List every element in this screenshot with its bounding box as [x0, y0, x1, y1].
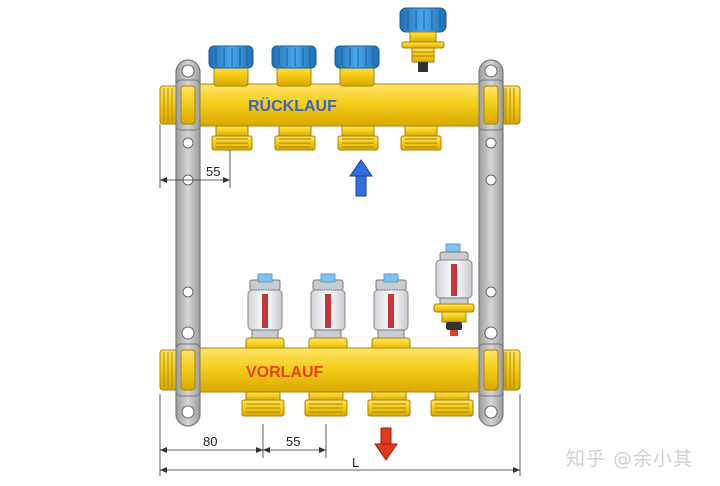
dim-top-spacing: 55 [206, 164, 220, 179]
return-valve-3 [334, 45, 380, 87]
flow-meter-3 [371, 273, 411, 353]
return-valve-1 [208, 45, 254, 87]
flow-meter-2 [308, 273, 348, 353]
supply-outlets [241, 391, 474, 417]
return-manifold [159, 79, 521, 131]
arrow-down-icon [374, 427, 398, 461]
dim-total-length: L [352, 455, 359, 470]
bottom-dimensions [159, 394, 521, 476]
watermark: 知乎 @余小其 [566, 448, 694, 470]
supply-manifold [159, 343, 521, 397]
dim-bottom-offset: 80 [203, 434, 217, 449]
bracket-left [175, 59, 201, 427]
return-valve-2 [271, 45, 317, 87]
supply-label: VORLAUF [246, 364, 324, 381]
bracket-right [478, 59, 504, 427]
dim-bottom-spacing: 55 [286, 434, 300, 449]
flow-meter-1 [245, 273, 285, 353]
return-label: RÜCKLAUF [248, 96, 337, 115]
top-dimension [159, 124, 231, 188]
return-outlets [211, 125, 442, 151]
return-valve-detached [399, 7, 447, 72]
flow-meter-detached [433, 243, 475, 336]
arrow-up-icon [349, 159, 373, 197]
